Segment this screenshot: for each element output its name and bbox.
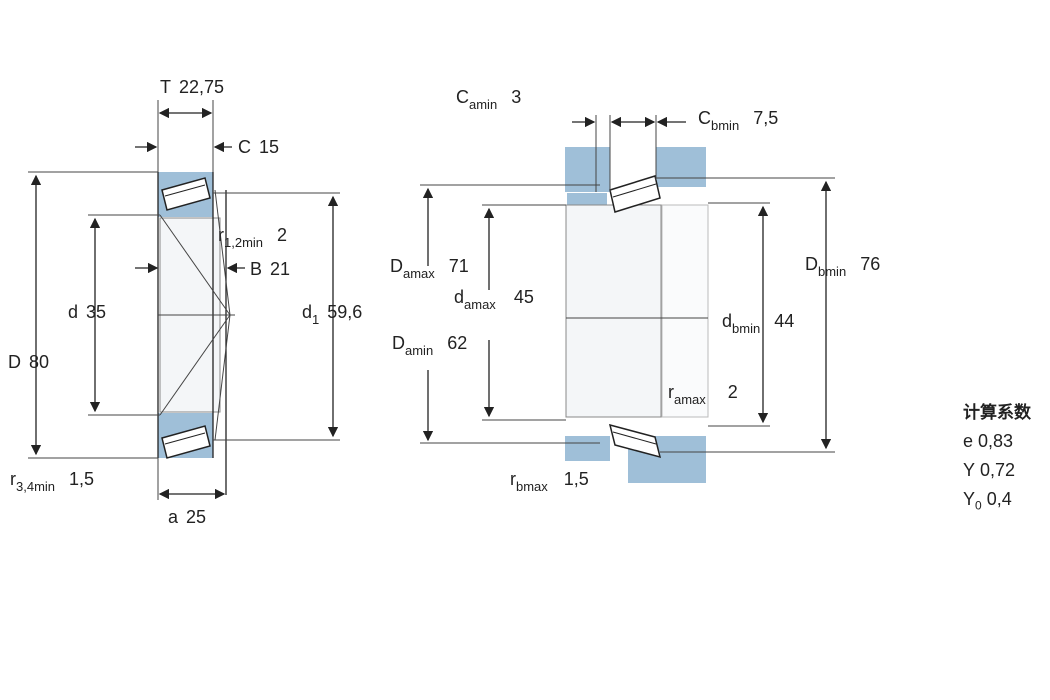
left-bearing-section — [157, 172, 235, 495]
factor-Y: Y 0,72 — [963, 460, 1016, 480]
factor-e: e 0,83 — [963, 431, 1014, 451]
roller-bottom — [161, 425, 211, 459]
factors-heading: 计算系数 — [963, 403, 1031, 422]
factor-Y0: Y0 0,4 — [963, 489, 1012, 513]
calculation-factors: 计算系数 e 0,83 Y 0,72 Y0 0,4 — [963, 398, 1031, 521]
roller-right-bottom — [608, 423, 662, 459]
shaft — [565, 204, 662, 418]
right-mounting-section — [565, 147, 709, 483]
housing-bottom-left — [565, 436, 610, 461]
housing-top-right — [656, 147, 706, 187]
roller-top — [161, 177, 211, 211]
roller-right-top — [609, 175, 661, 213]
